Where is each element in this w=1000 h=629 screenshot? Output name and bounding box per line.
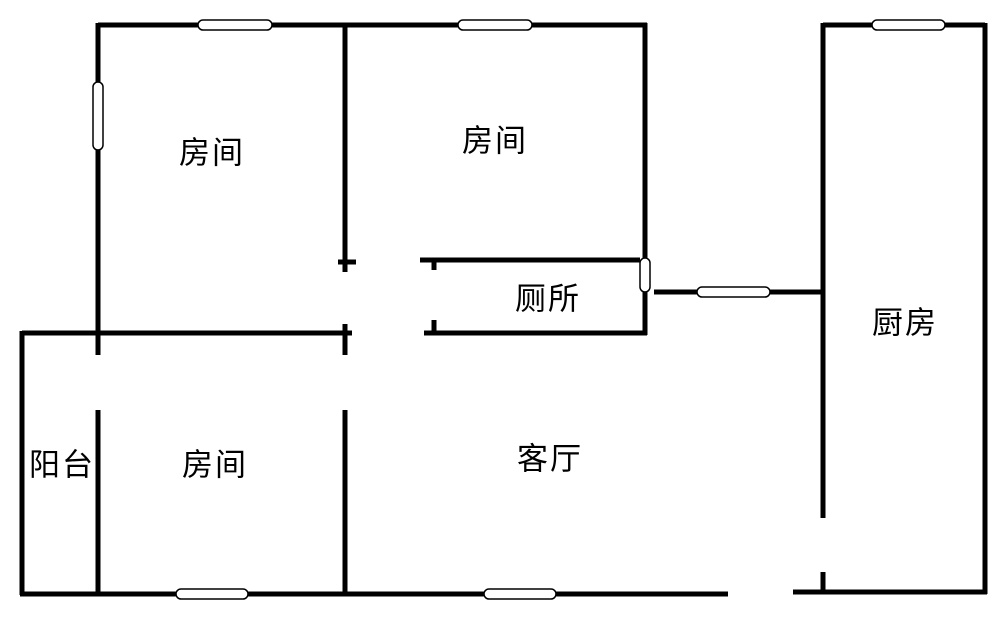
room-label-living-room: 客厅 [517, 441, 583, 478]
window [92, 81, 104, 151]
window [457, 19, 533, 31]
room-label-bedroom: 房间 [182, 447, 248, 484]
window [639, 257, 651, 293]
window [871, 19, 946, 31]
room-label-toilet: 厕所 [515, 281, 581, 318]
window [483, 588, 557, 600]
window [175, 588, 249, 600]
window [696, 286, 771, 298]
room-label-balcony: 阳台 [29, 447, 95, 484]
room-label-bedroom: 房间 [462, 123, 528, 160]
room-label-kitchen: 厨房 [872, 305, 938, 342]
room-label-bedroom: 房间 [179, 135, 245, 172]
window [197, 19, 273, 31]
